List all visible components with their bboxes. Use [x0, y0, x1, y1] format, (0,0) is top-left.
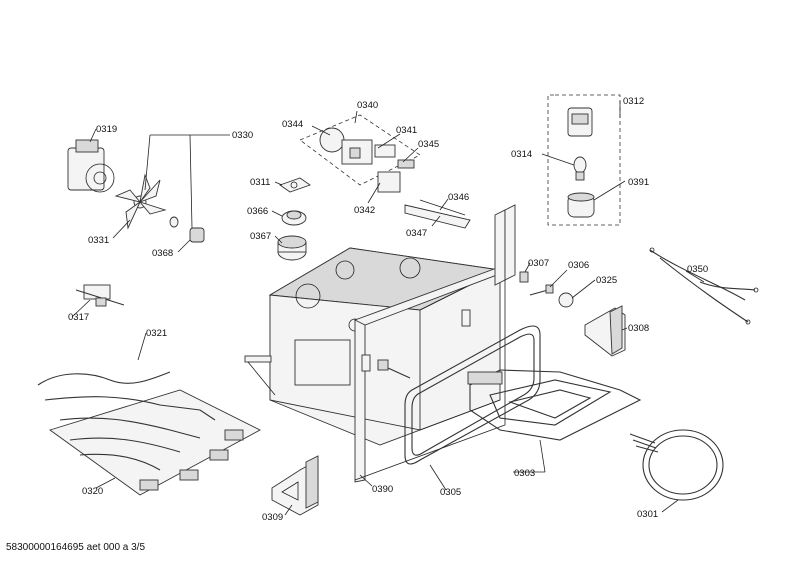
bracket	[279, 177, 311, 193]
lamp-assembly	[547, 94, 621, 226]
label-0309: 0309	[262, 512, 283, 523]
label-0367: 0367	[250, 231, 271, 242]
label-0320: 0320	[82, 486, 103, 497]
label-0303: 0303	[514, 468, 535, 479]
hinge-bracket-right	[584, 305, 626, 357]
label-0317: 0317	[68, 312, 89, 323]
label-0314: 0314	[511, 149, 532, 160]
grill-heater	[467, 369, 642, 441]
label-0347: 0347	[406, 228, 427, 239]
fan-motor	[67, 139, 115, 193]
screw-0306	[529, 284, 554, 296]
label-0306: 0306	[568, 260, 589, 271]
hinge-bracket-left	[271, 455, 319, 516]
label-0346: 0346	[448, 192, 469, 203]
label-0307: 0307	[528, 258, 549, 269]
document-reference: 58300000164695 aet 000 a 3/5	[6, 542, 146, 553]
ring-heater	[629, 429, 724, 501]
label-0330: 0330	[232, 130, 253, 141]
screw-center	[377, 359, 411, 379]
label-0368: 0368	[152, 248, 173, 259]
label-0340: 0340	[357, 100, 378, 111]
socket-0317	[75, 284, 125, 307]
bottom-heater-plate	[37, 371, 261, 496]
label-0390: 0390	[372, 484, 393, 495]
label-0341: 0341	[396, 125, 417, 136]
label-0319: 0319	[96, 124, 117, 135]
oven-cavity	[244, 204, 516, 483]
label-0391: 0391	[628, 177, 649, 188]
leader-lines	[71, 101, 705, 516]
label-0350: 0350	[687, 264, 708, 275]
fan-wheel	[114, 173, 167, 230]
switch-assembly	[299, 114, 471, 229]
label-0301: 0301	[637, 509, 658, 520]
label-0321: 0321	[146, 328, 167, 339]
part-labels: 0340 0344 0341 0345 0342 0346 0347 0319 …	[68, 96, 708, 523]
label-0305: 0305	[440, 487, 461, 498]
nut	[189, 227, 205, 243]
knob-bottom	[277, 235, 307, 261]
label-0325: 0325	[596, 275, 617, 286]
label-0344: 0344	[282, 119, 303, 130]
cable-harness	[649, 247, 759, 325]
label-0342: 0342	[354, 205, 375, 216]
washer	[169, 216, 179, 228]
label-0331: 0331	[88, 235, 109, 246]
label-0308: 0308	[628, 323, 649, 334]
screw-0307	[519, 271, 529, 283]
frame-loop	[404, 325, 541, 465]
label-0366: 0366	[247, 206, 268, 217]
label-0311: 0311	[250, 177, 270, 188]
label-0345: 0345	[418, 139, 439, 150]
knob-top	[281, 210, 307, 226]
label-0312: 0312	[623, 96, 644, 107]
cap-0325	[558, 292, 574, 308]
